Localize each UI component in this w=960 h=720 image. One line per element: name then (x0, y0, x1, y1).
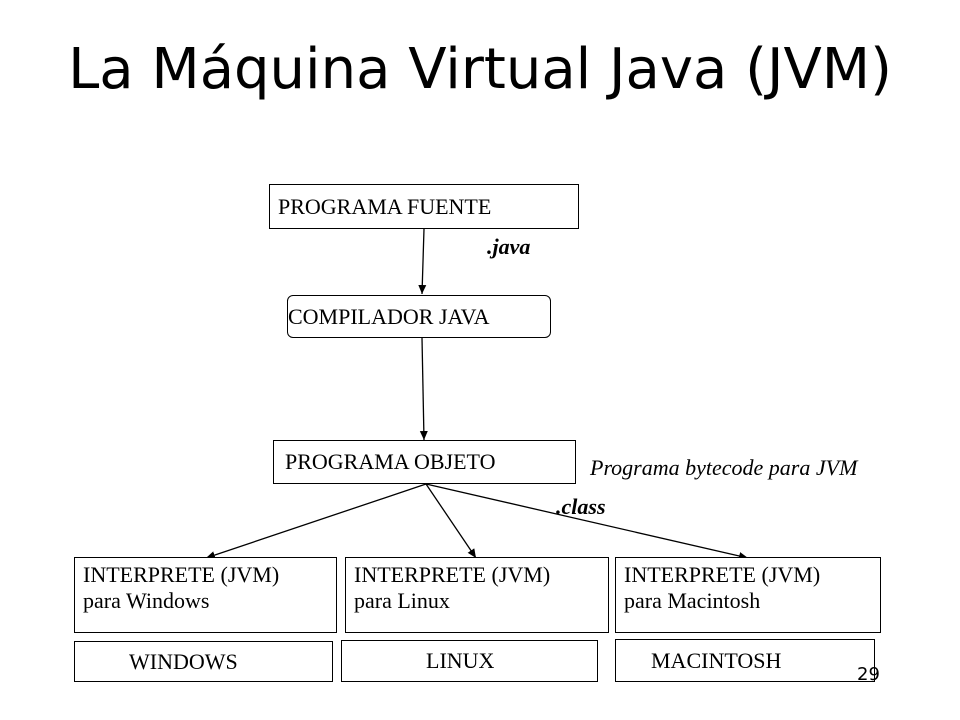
os-windows-label: WINDOWS (129, 648, 238, 674)
interprete-linux-line1: INTERPRETE (JVM) (354, 562, 551, 587)
os-linux-label: LINUX (426, 648, 495, 673)
compilador-java-box: COMPILADOR JAVA (287, 295, 551, 338)
arrow-objeto-to-mac (425, 483, 749, 560)
os-linux-box: LINUX (341, 640, 598, 682)
class-extension-label: .class (556, 494, 606, 519)
arrow-objeto-to-linux (425, 483, 477, 559)
interprete-windows-line2: para Windows (83, 588, 210, 613)
interprete-linux-box: INTERPRETE (JVM) para Linux (345, 557, 609, 633)
arrow-objeto-to-windows (205, 483, 427, 559)
interprete-macintosh-line1: INTERPRETE (JVM) (624, 562, 821, 587)
slide-title: La Máquina Virtual Java (JVM) (68, 37, 892, 102)
os-macintosh-label: MACINTOSH (651, 647, 782, 673)
arrow-fuente-to-compilador (418, 228, 427, 295)
bytecode-note: Programa bytecode para JVM (590, 455, 858, 480)
arrow-compilador-to-objeto (419, 337, 428, 441)
java-extension-label: .java (487, 234, 531, 259)
os-windows-box: WINDOWS (74, 641, 333, 682)
interprete-macintosh-line2: para Macintosh (624, 588, 761, 613)
os-macintosh-box: MACINTOSH (615, 639, 875, 682)
programa-objeto-label: PROGRAMA OBJETO (285, 449, 496, 474)
interprete-windows-line1: INTERPRETE (JVM) (83, 562, 280, 587)
programa-fuente-label: PROGRAMA FUENTE (278, 193, 492, 219)
compilador-java-label: COMPILADOR JAVA (288, 303, 490, 329)
interprete-linux-line2: para Linux (354, 588, 450, 613)
interprete-windows-box: INTERPRETE (JVM) para Windows (74, 557, 337, 633)
programa-fuente-box: PROGRAMA FUENTE (269, 184, 579, 229)
slide-number: 29 (857, 664, 880, 685)
interprete-macintosh-box: INTERPRETE (JVM) para Macintosh (615, 557, 881, 633)
programa-objeto-box: PROGRAMA OBJETO (273, 440, 576, 484)
